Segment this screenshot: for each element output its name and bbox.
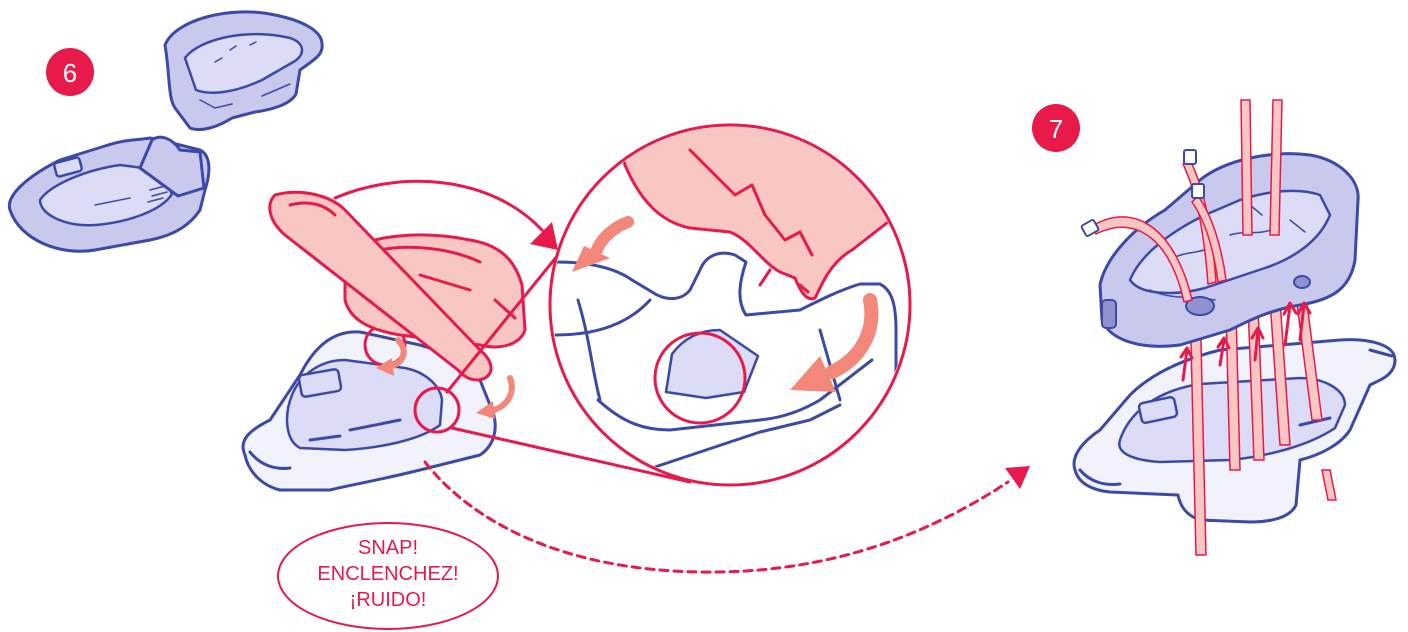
snap-callout-line-1: SNAP! [358, 537, 418, 559]
motion-arrow-small-2-shaft [494, 378, 512, 410]
step-7-seat-pad [1100, 154, 1358, 347]
snap-callout-line-3: ¡RUIDO! [350, 589, 427, 611]
strap-top-2 [1270, 100, 1282, 235]
harness-clip-top [1184, 150, 1196, 164]
step-7-badge: 7 [1032, 104, 1080, 152]
snap-callout: SNAP! ENCLENCHEZ! ¡RUIDO! [278, 523, 498, 629]
step-6-number: 6 [63, 58, 77, 88]
seat-shell-part [165, 12, 322, 130]
rotate-arrow-shaft [335, 181, 542, 230]
step-7-number: 7 [1049, 114, 1063, 144]
next-step-arrow-head [1005, 466, 1030, 489]
harness-clip-middle [1192, 184, 1204, 198]
strap-top-1 [1241, 100, 1252, 235]
seat-pad-side-patch [1102, 300, 1116, 328]
snap-callout-line-2: ENCLENCHEZ! [317, 563, 458, 585]
base-part [9, 137, 209, 251]
zoom-detail [550, 110, 910, 485]
up-arrow-4 [1284, 303, 1296, 345]
strap-lower-6 [1322, 470, 1336, 500]
rotate-arrow-head [530, 222, 558, 250]
seat-pad-harness-slot-2 [1294, 276, 1310, 288]
step-6-badge: 6 [46, 48, 94, 96]
